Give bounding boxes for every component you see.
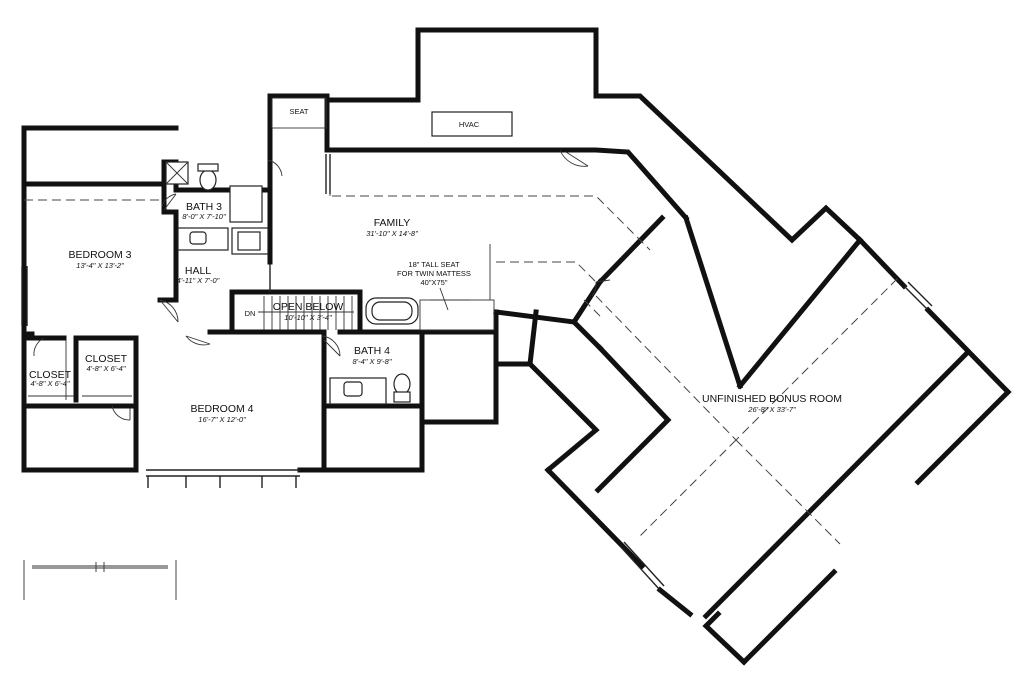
room-name-bath3: BATH 3 [186, 201, 222, 213]
door-swing [159, 299, 179, 323]
hvac-label: HVAC [459, 120, 480, 129]
room-name-bedroom3: BEDROOM 3 [68, 249, 131, 261]
room-dims-closet-left: 4'-8" X 6'-4" [30, 379, 69, 388]
seat-note-line1: 18" TALL SEAT [408, 260, 460, 269]
built-in-seat [419, 299, 495, 331]
room-dims-bedroom4: 16'-7" X 12'-0" [198, 415, 246, 424]
toilet-icon [199, 169, 217, 191]
walls [21, 27, 1012, 666]
window-seat [271, 97, 327, 129]
room-name-bedroom4: BEDROOM 4 [190, 403, 253, 415]
room-dims-bath4: 8'-4" X 9'-8" [352, 357, 391, 366]
ceiling-lines [24, 160, 901, 545]
room-dims-hall: 4'-11" X 7'-0" [177, 276, 220, 285]
room-name-closet-left: CLOSET [29, 369, 72, 381]
shower-stall [229, 185, 263, 223]
fixtures [28, 97, 513, 405]
window [903, 285, 929, 311]
room-name-open-below: OPEN BELOW [273, 301, 344, 313]
doors-windows [21, 149, 933, 591]
toilet-icon-bath4 [393, 373, 411, 395]
window [619, 545, 661, 591]
room-dims-open-below: 10'-10" X 3'-4" [284, 313, 332, 322]
room-name-family: FAMILY [374, 217, 411, 229]
seat-label: SEAT [289, 107, 308, 116]
room-labels: SEAT HVAC FAMILY 31'-10" X 14'-8" BEDROO… [29, 107, 842, 424]
seat-note-line3: 40"X75" [420, 278, 447, 287]
stair-down-label: DN [245, 309, 256, 318]
room-dims-family: 31'-10" X 14'-8" [366, 229, 418, 238]
scale-bar [23, 560, 177, 600]
room-dims-bath3: 8'-0" X 7'-10" [182, 212, 226, 221]
room-name-bonus: UNFINISHED BONUS ROOM [702, 393, 842, 405]
room-name-closet-right: CLOSET [85, 353, 128, 365]
stairs [258, 296, 354, 330]
room-dims-bonus: 26'-8" X 33'-7" [747, 405, 796, 414]
room-name-hall: HALL [185, 265, 211, 277]
room-dims-bedroom3: 13'-4" X 13'-2" [76, 261, 124, 270]
seat-note-line2: FOR TWIN MATTESS [397, 269, 471, 278]
room-name-bath4: BATH 4 [354, 345, 390, 357]
room-dims-closet-right: 4'-8" X 6'-4" [86, 364, 125, 373]
hvac-unit [431, 111, 513, 137]
